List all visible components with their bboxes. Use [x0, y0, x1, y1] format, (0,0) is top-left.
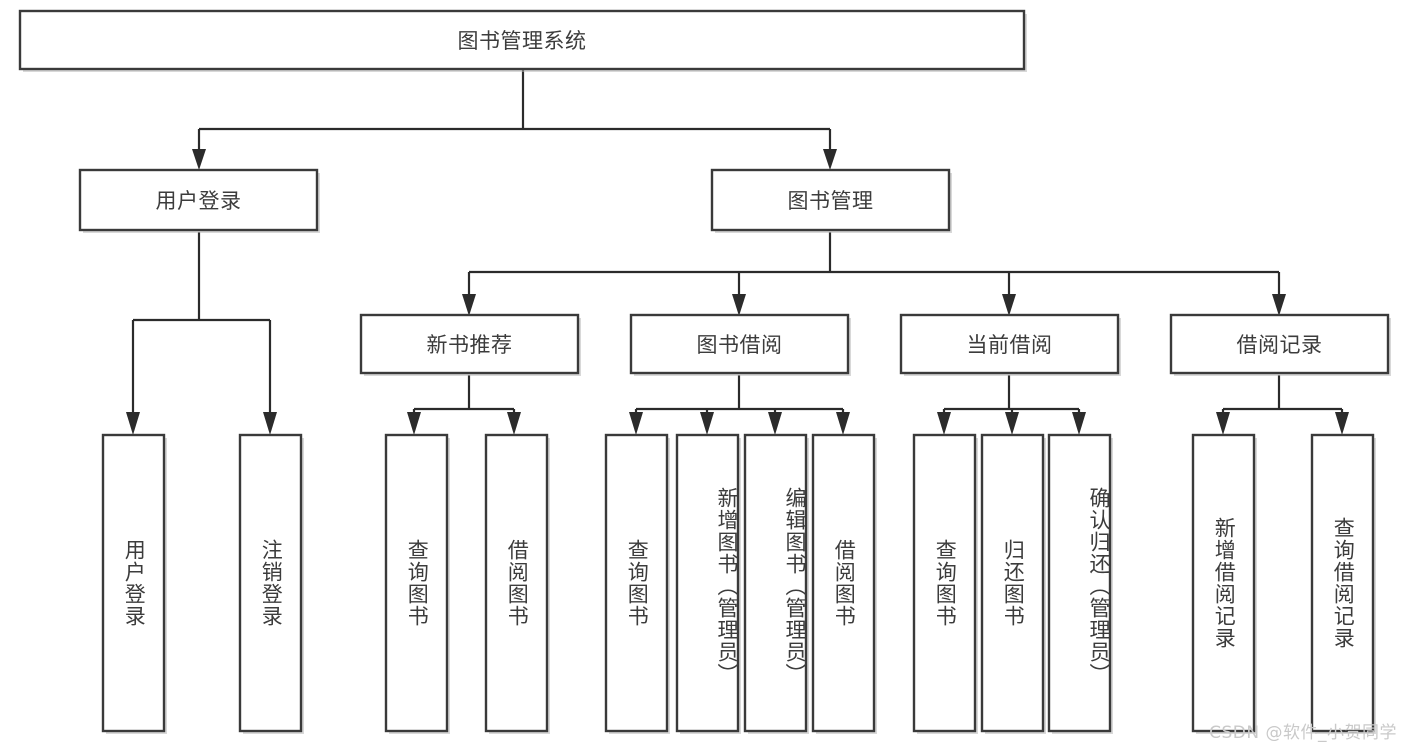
leaf-new-book-2[interactable]	[484, 433, 549, 733]
leaf-current-borrow-2[interactable]	[980, 433, 1045, 733]
leaf-current-borrow-1[interactable]	[912, 433, 977, 733]
box-layer	[18, 9, 1391, 734]
book-mgmt-box[interactable]	[710, 168, 951, 232]
arrow-userlogin-leaf-1	[126, 412, 140, 435]
leaf-current-borrow-3[interactable]	[1047, 433, 1112, 733]
borrow-record-box[interactable]	[1169, 313, 1390, 375]
arrow-bookmgmt-to-record	[1272, 294, 1286, 316]
arrow-current-leaf-1	[937, 412, 951, 435]
arrow-current-leaf-2	[1005, 412, 1019, 435]
leaf-book-borrow-1[interactable]	[604, 433, 669, 733]
arrow-bookmgmt-to-current	[1002, 294, 1016, 316]
arrow-root-to-user-login	[192, 149, 206, 170]
leaf-book-borrow-2[interactable]	[675, 433, 740, 733]
leaf-book-borrow-4[interactable]	[811, 433, 876, 733]
leaf-borrow-record-2[interactable]	[1310, 433, 1375, 733]
leaf-user-login-2[interactable]	[238, 433, 303, 733]
new-book-rec-box[interactable]	[359, 313, 580, 375]
arrow-borrow-leaf-2	[700, 412, 714, 435]
arrow-newbook-leaf-1	[407, 412, 421, 435]
arrow-newbook-leaf-2	[507, 412, 521, 435]
arrow-borrow-leaf-3	[768, 412, 782, 435]
current-borrow-box[interactable]	[899, 313, 1120, 375]
connector-layer	[126, 70, 1349, 435]
arrow-root-to-book-mgmt	[823, 149, 837, 170]
leaf-borrow-record-1[interactable]	[1191, 433, 1256, 733]
arrow-record-leaf-1	[1216, 412, 1230, 435]
arrow-bookmgmt-to-borrow	[732, 294, 746, 316]
arrow-borrow-leaf-4	[836, 412, 850, 435]
root-box[interactable]	[18, 9, 1026, 71]
arrow-userlogin-leaf-2	[263, 412, 277, 435]
arrow-borrow-leaf-1	[629, 412, 643, 435]
leaf-new-book-1[interactable]	[384, 433, 449, 733]
arrow-bookmgmt-to-new-book	[462, 294, 476, 316]
book-borrow-box[interactable]	[629, 313, 850, 375]
arrow-record-leaf-2	[1335, 412, 1349, 435]
leaf-book-borrow-3[interactable]	[743, 433, 808, 733]
user-login-box[interactable]	[78, 168, 319, 232]
arrow-current-leaf-3	[1072, 412, 1086, 435]
leaf-user-login-1[interactable]	[101, 433, 166, 733]
